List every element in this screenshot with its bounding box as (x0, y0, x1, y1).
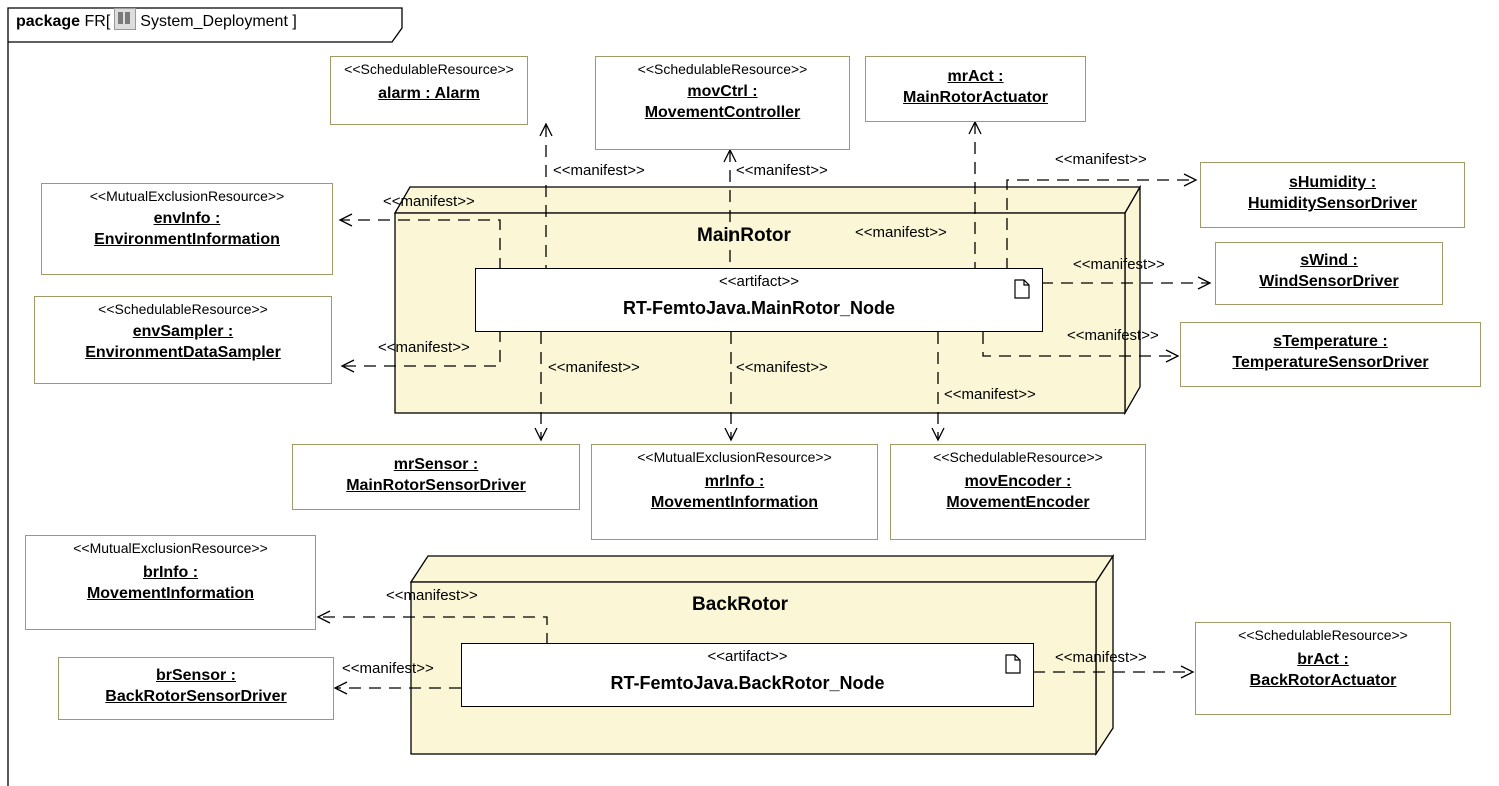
instance-name: sTemperature : (1273, 333, 1388, 350)
node-title-mainrotor: MainRotor (697, 225, 791, 246)
manifest-label-mract: <<manifest>> (855, 224, 947, 241)
instance-stereotype: <<SchedulableResource>> (637, 61, 808, 77)
document-icon (1005, 654, 1021, 674)
instance-type: TemperatureSensorDriver (1232, 354, 1429, 371)
artifact-backrotor-node[interactable]: <<artifact>> RT-FemtoJava.BackRotor_Node (461, 643, 1034, 707)
instance-envsampler[interactable]: <<SchedulableResource>> envSampler : Env… (34, 296, 332, 384)
manifest-label-mrsensor: <<manifest>> (548, 359, 640, 376)
instance-stereotype: <<SchedulableResource>> (344, 61, 514, 77)
instance-stemperature[interactable]: sTemperature : TemperatureSensorDriver (1180, 322, 1481, 387)
artifact-name: RT-FemtoJava.BackRotor_Node (610, 673, 885, 693)
instance-type: EnvironmentDataSampler (85, 344, 281, 361)
instance-swind[interactable]: sWind : WindSensorDriver (1215, 242, 1443, 305)
instance-bract[interactable]: <<SchedulableResource>> brAct : BackRoto… (1195, 622, 1451, 715)
instance-stereotype: <<MutualExclusionResource>> (73, 540, 268, 556)
manifest-label-shumidity: <<manifest>> (1055, 151, 1147, 168)
node-title-backrotor: BackRotor (692, 594, 789, 615)
manifest-lines (318, 122, 1210, 689)
instance-name: mrSensor : (393, 456, 479, 473)
manifest-line-envsampler (342, 330, 501, 367)
manifest-label-envsampler: <<manifest>> (378, 339, 470, 356)
artifact-name: RT-FemtoJava.MainRotor_Node (622, 298, 896, 318)
manifest-label-alarm: <<manifest>> (553, 162, 645, 179)
manifest-label-bract: <<manifest>> (1055, 649, 1147, 666)
instance-type: MovementInformation (650, 494, 819, 511)
manifest-label-movctrl: <<manifest>> (736, 162, 828, 179)
artifact-mainrotor-node[interactable]: <<artifact>> RT-FemtoJava.MainRotor_Node (475, 268, 1043, 332)
package-tab: package FR[ System_Deployment ] (8, 8, 305, 36)
manifest-label-stemperature: <<manifest>> (1067, 327, 1159, 344)
instance-name: sHumidity : (1288, 174, 1377, 191)
instance-mrinfo[interactable]: <<MutualExclusionResource>> mrInfo : Mov… (591, 444, 878, 540)
manifest-label-movencoder: <<manifest>> (944, 386, 1036, 403)
instance-type: EnvironmentInformation (94, 231, 280, 248)
manifest-line-shumidity (1006, 179, 1196, 270)
instance-type: MovementInformation (86, 585, 255, 602)
instance-type: BackRotorActuator (1249, 672, 1397, 689)
manifest-label-brinfo: <<manifest>> (386, 587, 478, 604)
instance-name: mrInfo : (704, 473, 765, 490)
instance-movencoder[interactable]: <<SchedulableResource>> movEncoder : Mov… (890, 444, 1146, 540)
deployment-diagram-icon (114, 8, 137, 30)
package-name: System_Deployment ] (140, 13, 297, 30)
package-frame (7, 7, 403, 786)
document-icon (1014, 279, 1030, 299)
instance-stereotype: <<MutualExclusionResource>> (637, 449, 832, 465)
instance-name: mrAct : (947, 68, 1004, 85)
package-keyword: package (16, 13, 81, 30)
manifest-arrowheads (316, 120, 1212, 695)
instance-name: brAct : (1297, 651, 1349, 668)
instance-name: movEncoder : (964, 473, 1072, 490)
artifact-stereotype: <<artifact>> (718, 273, 800, 290)
instance-mrsensor[interactable]: mrSensor : MainRotorSensorDriver (292, 444, 580, 510)
instance-mract[interactable]: mrAct : MainRotorActuator (865, 56, 1086, 122)
manifest-label-brsensor: <<manifest>> (342, 660, 434, 677)
manifest-line-stemperature (982, 332, 1178, 357)
instance-brsensor[interactable]: brSensor : BackRotorSensorDriver (58, 657, 334, 720)
artifact-stereotype: <<artifact>> (707, 648, 788, 665)
instance-name: alarm : Alarm (378, 85, 480, 102)
manifest-line-envinfo (340, 219, 501, 270)
package-prefix: FR[ (84, 13, 111, 30)
instance-type: MainRotorSensorDriver (346, 477, 526, 494)
instance-type: MainRotorActuator (903, 89, 1048, 106)
instance-brinfo[interactable]: <<MutualExclusionResource>> brInfo : Mov… (25, 535, 316, 630)
instance-name: sWind : (1300, 252, 1358, 269)
instance-name: brSensor : (155, 667, 236, 684)
instance-type: MovementEncoder (946, 494, 1090, 511)
instance-name: envInfo : (153, 210, 221, 227)
instance-type: WindSensorDriver (1259, 273, 1399, 290)
instance-stereotype: <<SchedulableResource>> (98, 301, 268, 317)
instance-movctrl[interactable]: <<SchedulableResource>> movCtrl : Moveme… (595, 56, 850, 150)
instance-envinfo[interactable]: <<MutualExclusionResource>> envInfo : En… (41, 183, 333, 275)
instance-type: BackRotorSensorDriver (105, 688, 287, 705)
instance-type: MovementController (644, 104, 801, 121)
manifest-label-swind: <<manifest>> (1073, 256, 1165, 273)
manifest-line-brinfo (318, 616, 548, 645)
instance-stereotype: <<SchedulableResource>> (933, 449, 1103, 465)
instance-type: HumiditySensorDriver (1248, 195, 1417, 212)
instance-shumidity[interactable]: sHumidity : HumiditySensorDriver (1200, 162, 1465, 228)
manifest-label-mrinfo: <<manifest>> (736, 359, 828, 376)
instance-stereotype: <<SchedulableResource>> (1238, 627, 1408, 643)
instance-stereotype: <<MutualExclusionResource>> (89, 188, 285, 204)
instance-name: brInfo : (142, 564, 199, 581)
instance-name: movCtrl : (687, 83, 758, 100)
instance-name: envSampler : (132, 323, 234, 340)
instance-alarm[interactable]: <<SchedulableResource>> alarm : Alarm (330, 56, 528, 125)
manifest-label-envinfo: <<manifest>> (383, 193, 475, 210)
